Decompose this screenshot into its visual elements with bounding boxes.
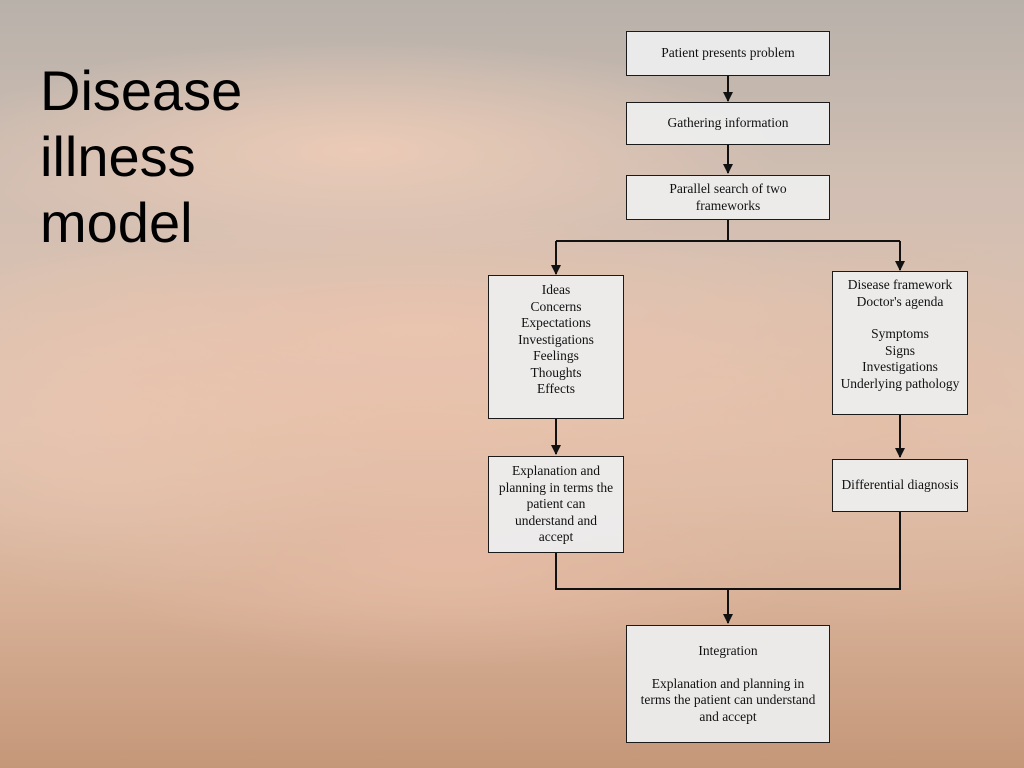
- list-item: Expectations: [521, 315, 591, 330]
- box-text-line: understand and: [514, 512, 598, 528]
- list-item: Feelings: [533, 348, 579, 363]
- box-integration: Integration Explanation and planning in …: [626, 625, 830, 743]
- list-item: Signs: [884, 342, 915, 358]
- list-item: Symptoms: [871, 326, 929, 341]
- list-item: Thoughts: [530, 364, 582, 380]
- box-text-line: Explanation and planning in: [651, 675, 805, 691]
- box-text: Gathering information: [667, 115, 789, 131]
- box-differential-diagnosis: Differential diagnosis: [832, 459, 968, 512]
- list-item: Effects: [537, 381, 575, 396]
- box-explanation-planning: Explanation and planning in terms the pa…: [488, 456, 624, 553]
- box-text-line: Parallel search of two: [669, 181, 787, 196]
- box-parallel-search: Parallel search of two frameworks: [626, 175, 830, 220]
- box-heading-line: Disease framework: [847, 277, 953, 292]
- title-line-2: illness: [40, 125, 196, 188]
- box-illness-framework: Ideas Concerns Expectations Investigatio…: [488, 275, 624, 419]
- slide-title: Disease illness model: [40, 58, 242, 256]
- box-disease-framework: Disease framework Doctor's agenda Sympto…: [832, 271, 968, 415]
- list-item: Underlying pathology: [840, 375, 960, 391]
- title-line-3: model: [40, 191, 193, 254]
- box-patient-presents-problem: Patient presents problem: [626, 31, 830, 76]
- connector-parallel-split: [556, 220, 900, 242]
- box-text-line: accept: [538, 529, 574, 545]
- box-text-line: planning in terms the: [498, 479, 614, 495]
- box-heading-line: Doctor's agenda: [856, 293, 944, 309]
- box-text-line: patient can: [526, 496, 586, 512]
- list-item: Concerns: [530, 298, 582, 314]
- box-text-line: and accept: [699, 708, 757, 724]
- box-text: Patient presents problem: [661, 45, 795, 61]
- box-text-line: terms the patient can understand: [640, 692, 816, 707]
- box-text: Differential diagnosis: [841, 477, 959, 493]
- box-gathering-information: Gathering information: [626, 102, 830, 145]
- list-item: Ideas: [541, 282, 571, 297]
- list-item: Investigations: [862, 359, 938, 374]
- title-line-1: Disease: [40, 59, 243, 122]
- list-item: Investigations: [518, 331, 594, 347]
- box-text-line: Explanation and: [511, 463, 601, 479]
- box-text-line: frameworks: [695, 197, 761, 213]
- box-heading: Integration: [698, 643, 758, 658]
